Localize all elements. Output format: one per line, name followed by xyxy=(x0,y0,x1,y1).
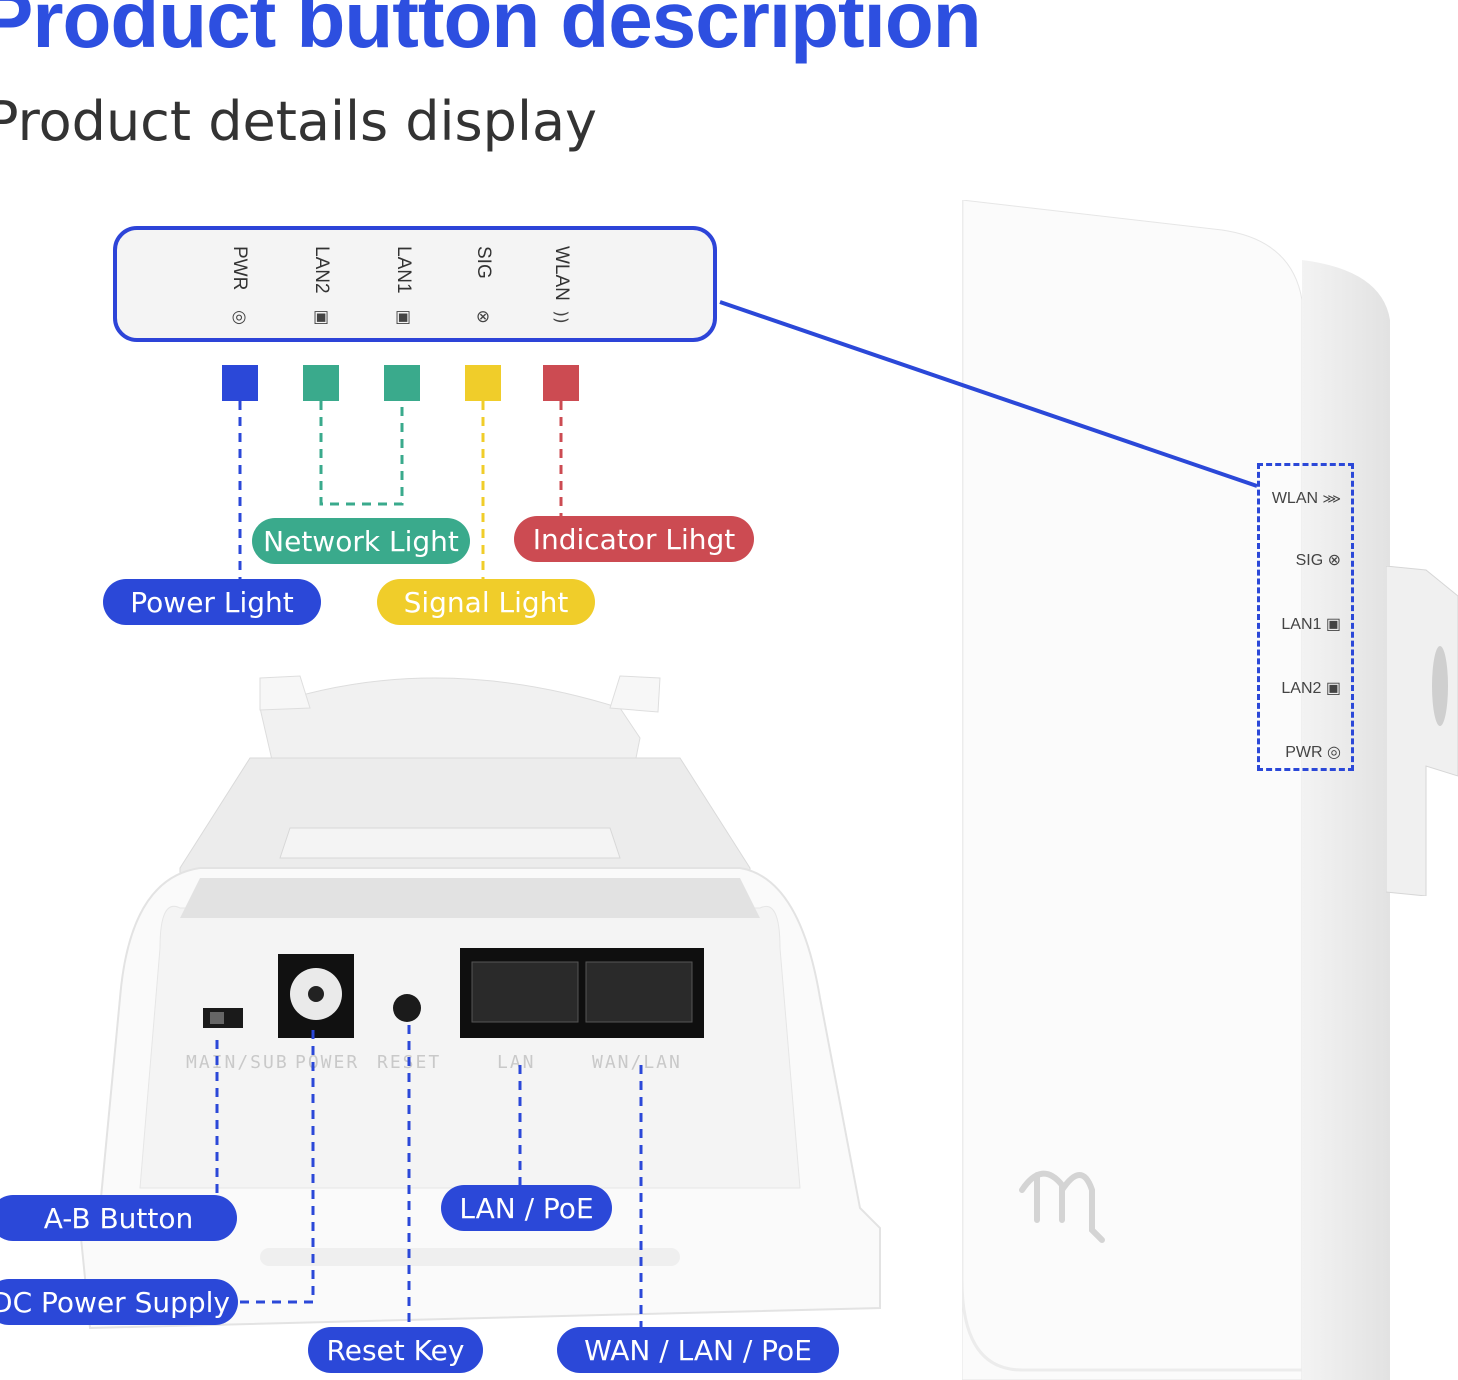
device-led-sig: SIG ⊗ xyxy=(1295,552,1341,569)
port-label-main-sub: MAIN/SUB xyxy=(186,1052,289,1073)
device-side-view xyxy=(962,200,1390,1380)
wifi-icon: )) xyxy=(550,310,571,324)
lan2-color-swatch xyxy=(303,365,339,401)
led-panel: PWR ◎ LAN2 ▣ LAN1 ▣ SIG ⊗ WLAN )) xyxy=(113,226,717,342)
led-wlan: WLAN )) xyxy=(550,246,572,324)
lan-port-icon: ▣ xyxy=(312,307,330,327)
lan-poe-label: LAN / PoE xyxy=(441,1185,612,1231)
device-led-lan2: LAN2 ▣ xyxy=(1281,680,1341,697)
power-icon: ◎ xyxy=(1327,744,1341,761)
led-pwr: PWR ◎ xyxy=(229,246,250,327)
power-color-swatch xyxy=(222,365,258,401)
network-light-label: Network Light xyxy=(252,518,470,564)
lan1-color-swatch xyxy=(384,365,420,401)
signal-icon: ⊗ xyxy=(1327,552,1341,569)
led-sig: SIG ⊗ xyxy=(473,246,494,327)
page-title: Product button description xyxy=(0,0,982,64)
dc-power-supply-label: DC Power Supply xyxy=(0,1279,238,1325)
device-bottom-view xyxy=(78,675,881,1330)
lan-port-icon: ▣ xyxy=(1325,616,1341,633)
reset-hole xyxy=(393,994,421,1022)
led-lan1: LAN1 ▣ xyxy=(393,246,414,327)
led-lan2: LAN2 ▣ xyxy=(311,246,332,327)
wifi-icon: ⋙ xyxy=(1322,491,1342,506)
power-light-label: Power Light xyxy=(103,579,321,625)
signal-icon: ⊗ xyxy=(475,307,491,327)
port-label-lan: LAN xyxy=(497,1052,536,1073)
port-label-wan-lan: WAN/LAN xyxy=(592,1052,682,1073)
signal-color-swatch xyxy=(465,365,501,401)
lan-port-icon: ▣ xyxy=(394,307,412,327)
ab-button-label: A-B Button xyxy=(0,1195,237,1241)
device-led-wlan: WLAN ⋙ xyxy=(1271,490,1342,507)
wan-lan-poe-label: WAN / LAN / PoE xyxy=(557,1327,839,1373)
device-led-box: WLAN ⋙ SIG ⊗ LAN1 ▣ LAN2 ▣ PWR ◎ xyxy=(1257,463,1354,771)
lan-port-icon: ▣ xyxy=(1325,680,1341,697)
device-led-pwr: PWR ◎ xyxy=(1285,744,1341,761)
device-led-lan1: LAN1 ▣ xyxy=(1281,616,1341,633)
wlan-color-swatch xyxy=(543,365,579,401)
page-subtitle: Product details display xyxy=(0,90,598,153)
mounting-bracket xyxy=(1386,566,1458,896)
signal-light-label: Signal Light xyxy=(377,579,595,625)
indicator-light-label: Indicator Lihgt xyxy=(514,516,754,562)
port-label-power: POWER xyxy=(295,1052,360,1073)
reset-key-label: Reset Key xyxy=(308,1327,483,1373)
power-icon: ◎ xyxy=(231,307,247,327)
